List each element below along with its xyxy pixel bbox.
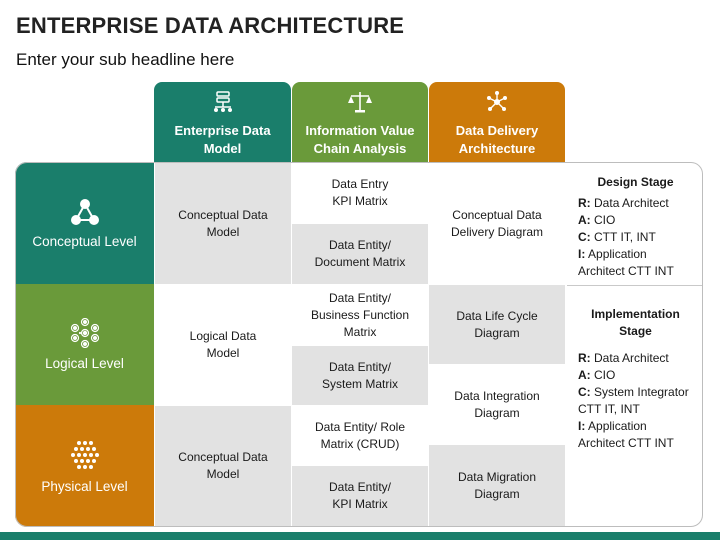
raci-responsible: R: Data Architect: [578, 196, 669, 210]
design-stage-panel: Design Stage R: Data Architect A: CIO C:…: [568, 174, 703, 280]
row-header-conceptual-level: Conceptual Level: [15, 162, 154, 284]
delivery-cell: Conceptual Data Delivery Diagram: [429, 163, 565, 284]
column-label: Information Value Chain Analysis: [305, 123, 415, 156]
value-chain-cell: Data Entry KPI Matrix: [292, 163, 428, 223]
delivery-cell: Data Migration Diagram: [429, 445, 565, 526]
implementation-stage-title: Implementation Stage: [591, 307, 680, 338]
column-header-information-value-chain: Information Value Chain Analysis: [292, 82, 428, 162]
raci-responsible: R: Data Architect: [578, 351, 669, 365]
row-label: Physical Level: [41, 478, 128, 494]
design-stage-title: Design Stage: [597, 175, 674, 189]
model-cell-physical: Conceptual Data Model: [155, 406, 291, 526]
scales-icon: [348, 92, 372, 113]
value-chain-cell: Data Entity/ Business Function Matrix: [292, 285, 428, 345]
value-chain-cell: Data Entity/ System Matrix: [292, 346, 428, 405]
row-header-physical-level: Physical Level: [15, 405, 154, 527]
triangle-nodes-icon: [70, 198, 99, 225]
dense-nodes-icon: [70, 440, 99, 469]
column-label: Enterprise Data Model: [174, 123, 271, 156]
model-cell-conceptual: Conceptual Data Model: [155, 163, 291, 284]
server-network-icon: [213, 91, 232, 112]
delivery-cell: Data Life Cycle Diagram: [429, 285, 565, 364]
hub-network-icon: [487, 91, 507, 111]
hexagon-nodes-icon: [70, 318, 99, 348]
model-cell-logical: Logical Data Model: [155, 285, 291, 405]
row-header-logical-level: Logical Level: [15, 284, 154, 405]
raci-informed: I: Application Architect CTT INT: [578, 247, 674, 278]
raci-consulted: C: CTT IT, INT: [578, 230, 656, 244]
row-label: Logical Level: [45, 356, 124, 371]
raci-accountable: A: CIO: [578, 213, 616, 227]
column-label: Data Delivery Architecture: [455, 123, 539, 156]
row-label: Conceptual Level: [32, 233, 137, 249]
value-chain-cell: Data Entity/ KPI Matrix: [292, 466, 428, 526]
divider: [567, 285, 702, 286]
raci-consulted: C: System Integrator CTT IT, INT: [578, 385, 689, 416]
page-subtitle: Enter your sub headline here: [16, 50, 235, 69]
implementation-stage-panel: Implementation Stage R: Data Architect A…: [568, 306, 703, 452]
delivery-cell: Data Integration Diagram: [429, 365, 565, 444]
bottom-accent-bar: [0, 532, 720, 540]
column-header-enterprise-data-model: Enterprise Data Model: [154, 82, 291, 162]
raci-informed: I: Application Architect CTT INT: [578, 419, 674, 450]
column-header-data-delivery-architecture: Data Delivery Architecture: [429, 82, 565, 162]
page-title: ENTERPRISE DATA ARCHITECTURE: [16, 13, 405, 38]
value-chain-cell: Data Entity/ Role Matrix (CRUD): [292, 406, 428, 465]
value-chain-cell: Data Entity/ Document Matrix: [292, 224, 428, 284]
raci-accountable: A: CIO: [578, 368, 616, 382]
